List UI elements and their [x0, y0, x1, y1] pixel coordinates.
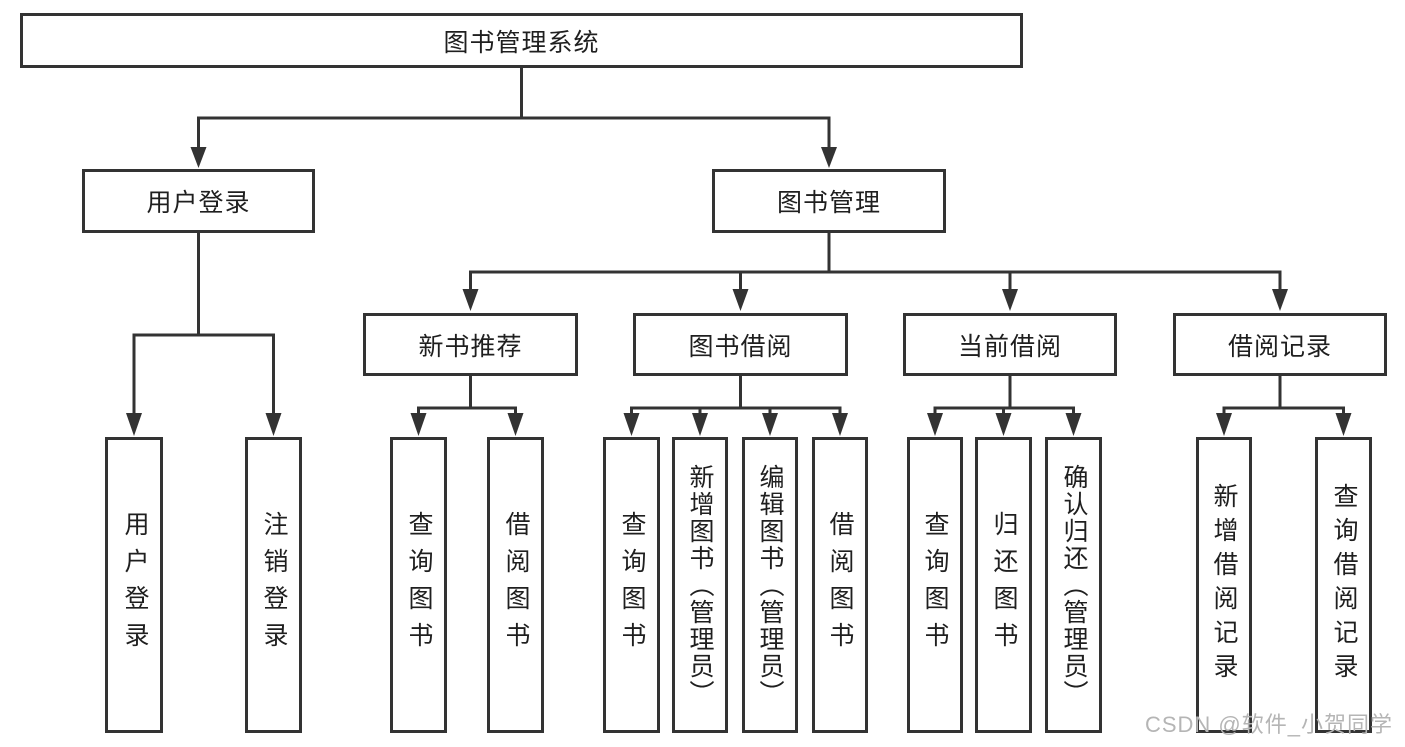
leaf-add-books-admin: 新增图书（管理员） — [672, 437, 728, 733]
leaf-return-books: 归还图书 — [975, 437, 1032, 733]
node-new-book-recommend: 新书推荐 — [363, 313, 578, 376]
leaf-query-books-borrow: 查询图书 — [603, 437, 660, 733]
leaf-query-books-recommend: 查询图书 — [390, 437, 447, 733]
leaf-user-login: 用户登录 — [105, 437, 163, 733]
leaf-add-borrow-record: 新增借阅记录 — [1196, 437, 1252, 733]
leaf-query-books-current: 查询图书 — [907, 437, 963, 733]
node-current-borrow: 当前借阅 — [903, 313, 1117, 376]
node-book-management: 图书管理 — [712, 169, 946, 233]
leaf-logout: 注销登录 — [245, 437, 302, 733]
leaf-borrow-books-recommend: 借阅图书 — [487, 437, 544, 733]
leaf-borrow-books: 借阅图书 — [812, 437, 868, 733]
node-library-system: 图书管理系统 — [20, 13, 1023, 68]
leaf-confirm-return-admin: 确认归还（管理员） — [1045, 437, 1102, 733]
node-user-login: 用户登录 — [82, 169, 315, 233]
leaf-query-borrow-record: 查询借阅记录 — [1315, 437, 1372, 733]
node-book-borrow: 图书借阅 — [633, 313, 848, 376]
leaf-edit-books-admin: 编辑图书（管理员） — [742, 437, 798, 733]
csdn-watermark: CSDN @软件_小贺同学 — [1144, 712, 1393, 737]
node-borrow-records: 借阅记录 — [1173, 313, 1387, 376]
